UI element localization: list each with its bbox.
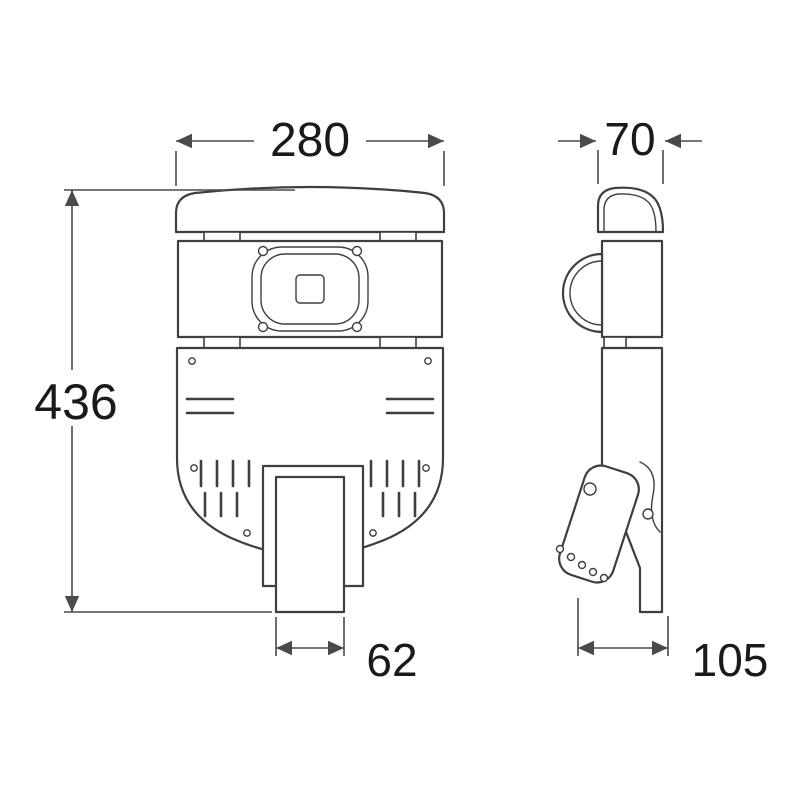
side-cable-line bbox=[639, 461, 661, 533]
dim-label-overall-height: 436 bbox=[34, 374, 117, 430]
front-top-cap bbox=[174, 185, 446, 234]
front-vertical-vents bbox=[199, 459, 421, 518]
lens-outer-ring bbox=[251, 246, 369, 332]
side-sensor-dome bbox=[561, 252, 604, 334]
side-mid-tab bbox=[603, 336, 627, 349]
front-mid-section bbox=[176, 239, 444, 339]
side-cap-inner-line bbox=[603, 193, 657, 233]
front-view bbox=[174, 185, 446, 614]
lens-screw bbox=[351, 321, 363, 333]
front-lens-assembly bbox=[251, 245, 369, 333]
front-mid-tab-right bbox=[379, 336, 417, 349]
front-mid-tab-left bbox=[203, 336, 241, 349]
side-view bbox=[555, 186, 665, 614]
dim-label-side-depth: 105 bbox=[692, 634, 769, 686]
side-hinge-circle bbox=[642, 508, 654, 520]
front-horizontal-vents bbox=[185, 397, 435, 415]
front-cap-tab-right bbox=[379, 231, 417, 242]
side-bracket-holes bbox=[555, 482, 609, 583]
front-body-screws bbox=[188, 357, 432, 537]
front-cap-tab-left bbox=[203, 231, 241, 242]
dimension-overall-height: 436 bbox=[22, 189, 295, 613]
front-pole-stub bbox=[274, 475, 346, 614]
dim-label-side-width: 70 bbox=[604, 113, 655, 165]
dimension-front-width: 280 bbox=[175, 110, 445, 186]
lens-inner-ring bbox=[260, 253, 360, 325]
side-bracket-plate bbox=[558, 464, 640, 584]
dimension-side-depth: 105 bbox=[577, 598, 769, 686]
lens-screw bbox=[257, 321, 269, 333]
dimension-mount-width: 62 bbox=[275, 617, 418, 686]
dim-label-front-width: 280 bbox=[270, 114, 350, 167]
side-top-cap bbox=[596, 186, 665, 234]
lens-screw bbox=[257, 245, 269, 257]
lens-center-window bbox=[295, 274, 325, 304]
side-sensor-dome-inner bbox=[569, 260, 603, 326]
dimension-side-width: 70 bbox=[558, 113, 702, 184]
dim-label-mount-width: 62 bbox=[366, 634, 417, 686]
lens-screw bbox=[351, 245, 363, 257]
side-mid-section bbox=[600, 239, 664, 339]
